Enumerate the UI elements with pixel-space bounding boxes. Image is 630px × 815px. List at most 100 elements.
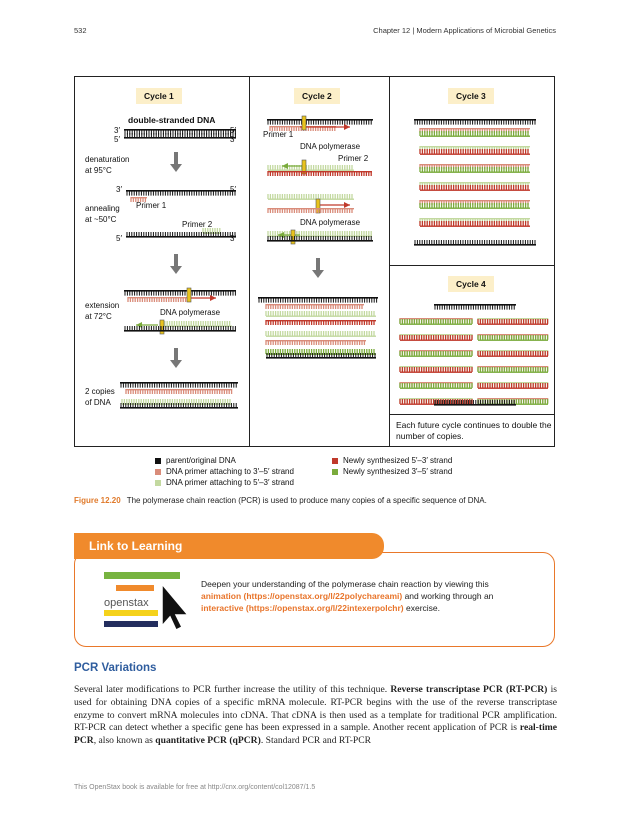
primer-extension-rev — [127, 297, 187, 302]
footer-note: This OpenStax book is available for free… — [74, 784, 316, 791]
c4-strand-right-line — [478, 398, 548, 400]
parent-strand-bottom-ticks — [124, 133, 236, 137]
cycle-3-label: Cycle 3 — [448, 88, 494, 104]
animation-link[interactable]: animation (https://openstax.org/l/22poly… — [201, 591, 403, 601]
c2-result-green-line — [266, 353, 376, 355]
pcr-figure — [74, 76, 555, 447]
primer-extension-rev-line — [128, 297, 188, 299]
c2-result-rev — [265, 304, 363, 309]
c4-strand-left-pair — [399, 399, 473, 404]
link-to-learning-title: Link to Learning — [74, 533, 384, 559]
dna-polymerase-mark — [159, 319, 165, 335]
c3-strand-pair — [419, 167, 529, 172]
c2-result-new-line — [266, 320, 376, 322]
figure-label: Figure 12.20 — [74, 496, 121, 505]
c2-green-strand — [267, 194, 353, 199]
c4-strand-left-line — [400, 350, 472, 352]
c2-result-parent-ticks — [258, 297, 378, 303]
parent-strand-bottom — [126, 236, 236, 238]
copy-2-new — [121, 399, 231, 404]
c4-strand-right-line — [478, 334, 548, 336]
annealing-temp: at ~50°C — [85, 215, 117, 224]
c2-primer-2-line — [268, 169, 354, 171]
interactive-link[interactable]: interactive (https://openstax.org/l/22in… — [201, 603, 404, 613]
dna-strands-diagram — [120, 115, 549, 409]
c3-strand-line — [420, 200, 530, 202]
c4-strand-left-pair — [399, 367, 473, 372]
c4-strand-right-pair-line — [478, 355, 548, 357]
section-paragraph: Several later modifications to PCR furth… — [74, 684, 557, 747]
step-arrow — [174, 348, 178, 361]
copy-1-parent-ticks — [120, 382, 237, 388]
legend-text: DNA primer attaching to 3′–5′ strand — [166, 467, 294, 476]
five-prime-label: 5′ — [116, 234, 122, 243]
c2-result-fwd — [265, 311, 375, 316]
step-arrow — [174, 254, 178, 267]
legend-swatch — [155, 457, 161, 464]
c3-parent-top-ticks — [414, 119, 536, 125]
logo-bar-green — [104, 572, 180, 579]
term-qpcr: quantitative PCR (qPCR) — [155, 735, 261, 747]
c4-strand-left-pair-line — [400, 355, 472, 357]
three-prime-label: 3′ — [114, 126, 120, 135]
c2-arrow-53-head — [344, 124, 350, 130]
c3-strand-pair-line — [420, 171, 530, 173]
legend-item-new-35: Newly synthesized 3′–5′ strand — [332, 467, 452, 476]
extension-temp: at 72°C — [85, 312, 112, 321]
c4-strand-left-pair-line — [400, 339, 472, 341]
legend-swatch — [332, 457, 338, 464]
divider — [389, 414, 555, 415]
legend-item-primer-rev: DNA primer attaching to 3′–5′ strand — [155, 467, 294, 476]
c3-strand-line — [420, 164, 530, 166]
c2-result-parent-b — [266, 357, 376, 359]
c4-parent-bottom-ticks — [434, 400, 515, 404]
denaturation-label: denaturation — [85, 155, 130, 164]
primer-extension-fwd-line — [160, 325, 232, 327]
future-cycle-note: Each future cycle continues to double th… — [396, 420, 552, 441]
c2-result-rev-b-line — [266, 340, 366, 342]
c4-strand-right-pair — [477, 351, 549, 356]
c3-strand-line — [420, 182, 530, 184]
primer-2-label: Primer 2 — [338, 154, 369, 163]
parent-strand-bottom — [124, 330, 236, 332]
c4-strand-left-line — [400, 318, 472, 320]
legend-text: Newly synthesized 5′–3′ strand — [343, 456, 453, 465]
c3-strand-pair — [419, 131, 529, 136]
term-real-time-pcr: real-time PCR — [74, 722, 557, 747]
parent-strand-top — [126, 190, 236, 192]
openstax-logo: openstax — [104, 572, 190, 632]
c4-strand-left-line — [400, 398, 472, 400]
step-arrow-head — [170, 164, 182, 172]
c2-result-parent-b-ticks — [266, 353, 376, 357]
c4-strand-right-pair — [477, 367, 549, 372]
c3-strand — [419, 218, 529, 223]
parent-strand-bottom — [124, 137, 236, 139]
copy-1-new — [125, 389, 233, 394]
c2-green-strand-b — [267, 231, 372, 236]
extension-arrow-53-head — [210, 295, 216, 301]
c4-parent-bottom — [434, 404, 516, 406]
primer-1-block-line — [131, 197, 147, 199]
c2-arrow-53b-head — [344, 202, 350, 208]
copy-1-new-line — [126, 389, 232, 391]
c3-strand-line — [420, 128, 530, 130]
dna-polymerase-label: DNA polymerase — [300, 218, 361, 227]
primer-1-label: Primer 1 — [263, 130, 294, 139]
c4-strand-right-line — [478, 382, 548, 384]
c2-green-strand-b-line — [268, 235, 372, 237]
c4-parent-top-ticks — [434, 304, 515, 310]
legend-item-primer-fwd: DNA primer attaching to 5′–3′ strand — [155, 478, 294, 487]
legend-item-parent: parent/original DNA — [155, 456, 236, 465]
primer-1-label: Primer 1 — [136, 201, 167, 210]
extension-label: extension — [85, 301, 120, 310]
c2-red-strand — [267, 208, 353, 213]
c4-strand-right-line — [478, 350, 548, 352]
c4-strand-left-pair-line — [400, 323, 472, 325]
c2-result-fwd-b — [265, 331, 375, 336]
step-arrow-head — [170, 360, 182, 368]
caption-text: The polymerase chain reaction (PCR) is u… — [126, 496, 487, 505]
c4-strand-left-pair — [399, 383, 473, 388]
c4-strand-left-pair — [399, 351, 473, 356]
primer-1-block — [130, 197, 147, 202]
extension-arrow-35-head — [136, 322, 142, 328]
